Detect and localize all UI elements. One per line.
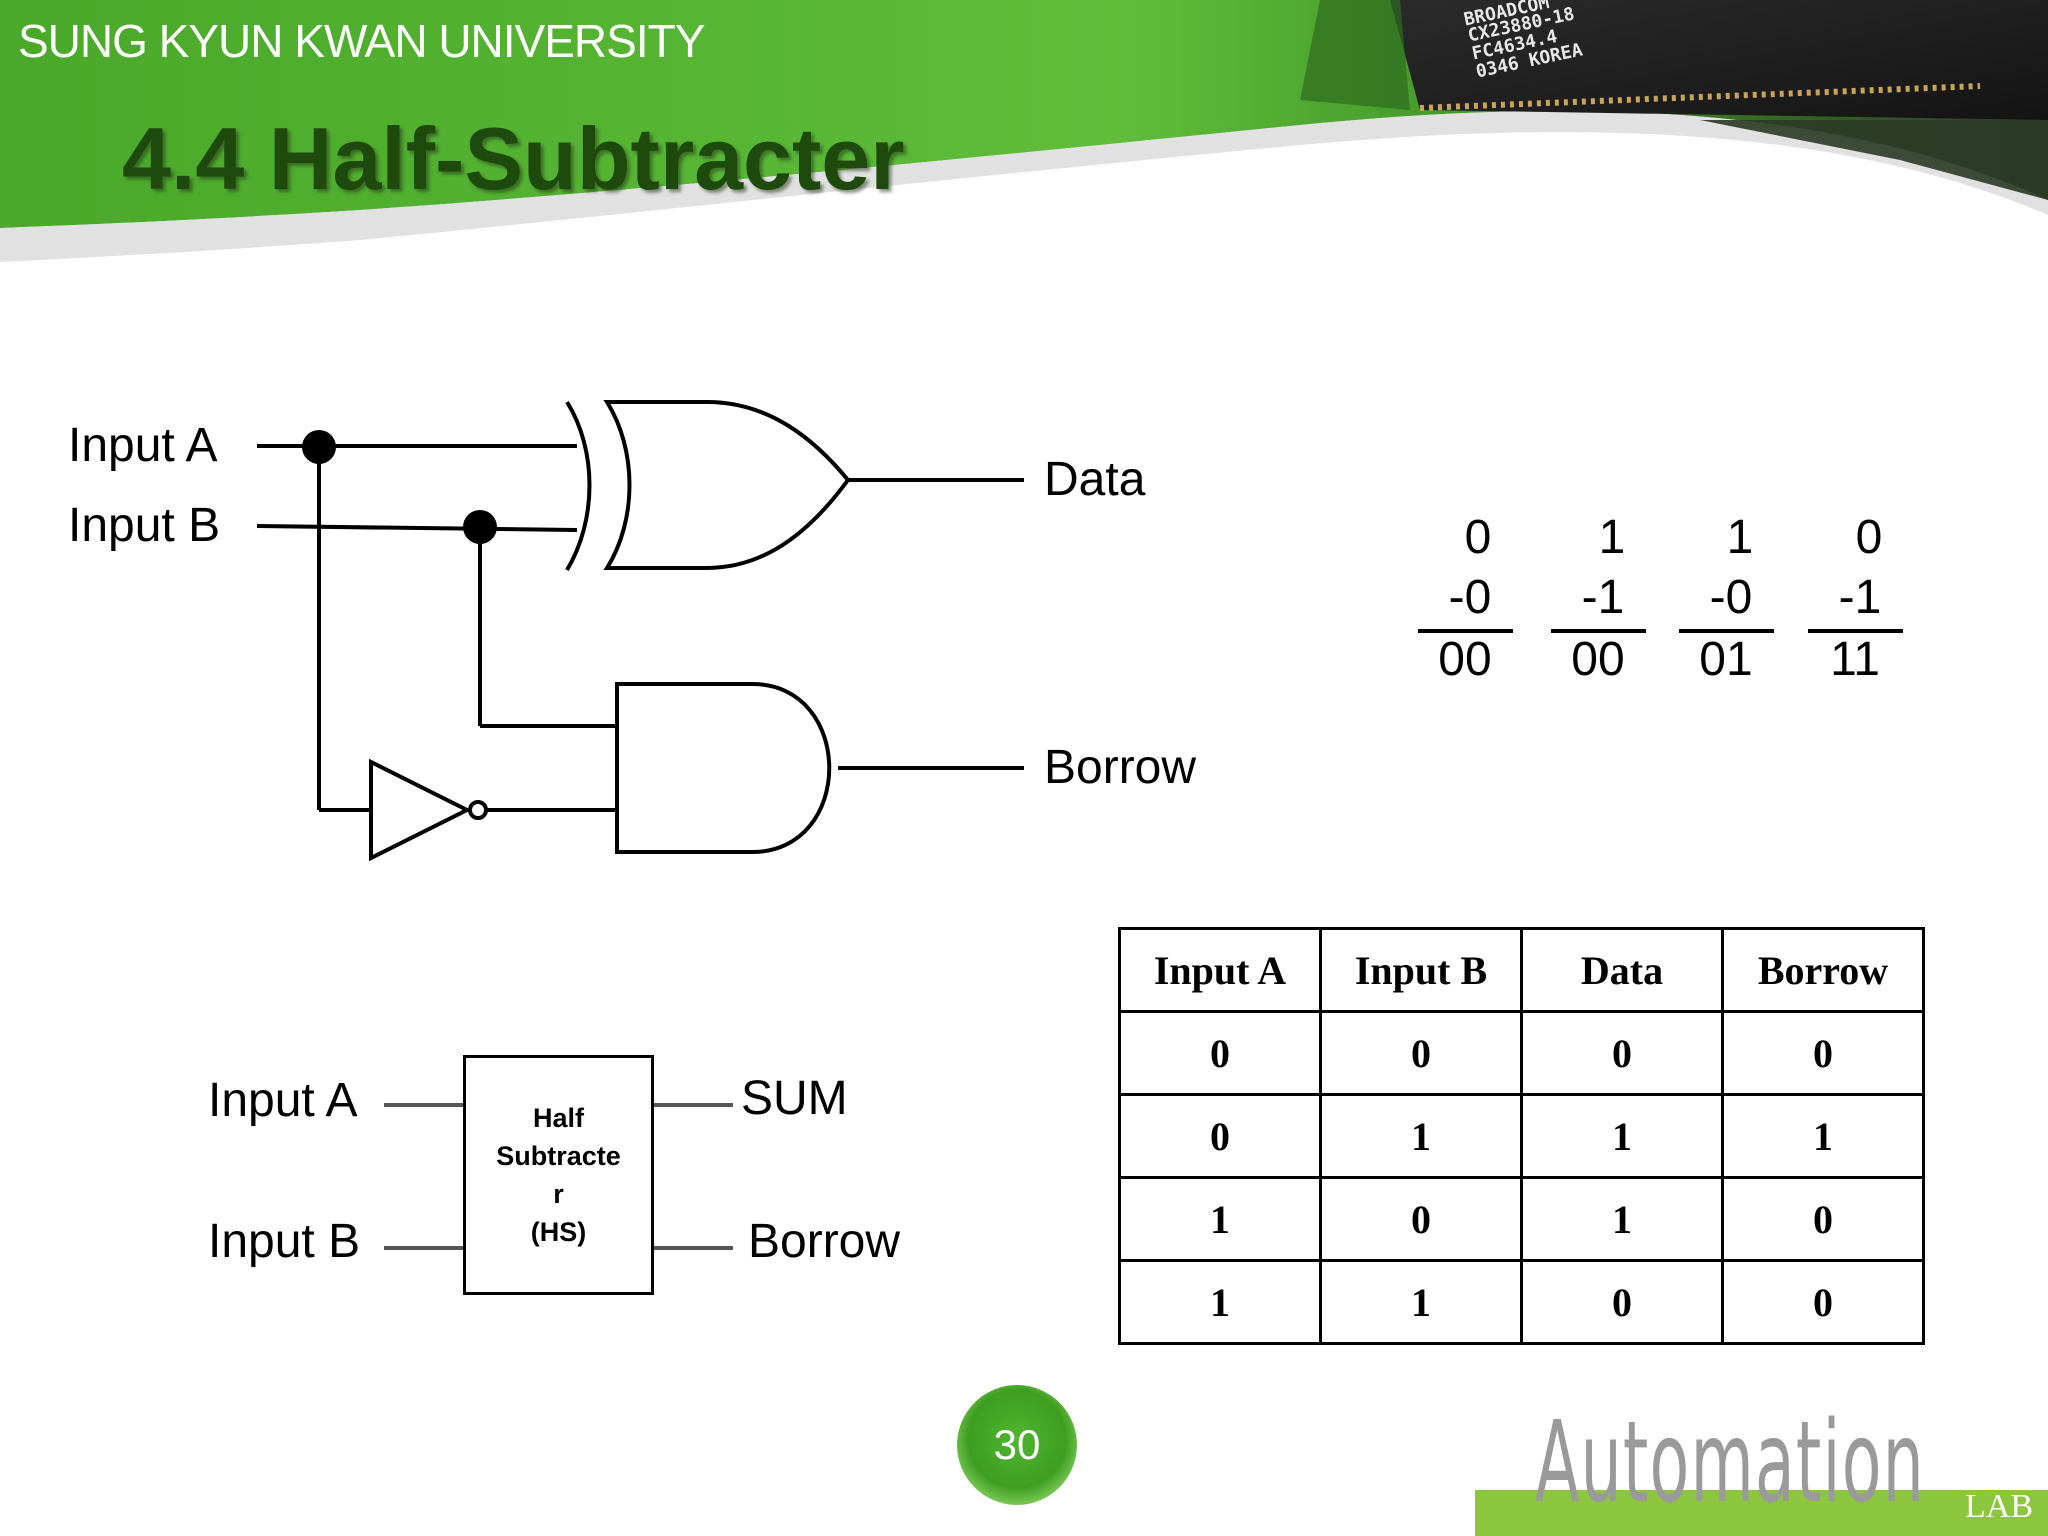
- circuit-input-b-label: Input B: [68, 499, 221, 552]
- page-number: 30: [993, 1421, 1041, 1468]
- sub-1-top: 0: [1464, 511, 1492, 564]
- logo-word: Automation: [1535, 1398, 1925, 1528]
- table-cell: 1: [1319, 1093, 1523, 1179]
- table-cell: 0: [1118, 1010, 1322, 1096]
- header-data: Data: [1520, 927, 1724, 1013]
- chip-image: [1390, 0, 2048, 120]
- block-text-4: (HS): [530, 1217, 587, 1247]
- not-gate: [369, 758, 472, 862]
- table-cell: 0: [1319, 1176, 1523, 1262]
- table-cell: 1: [1118, 1259, 1322, 1345]
- table-cell: 0: [1319, 1010, 1523, 1096]
- sub-2-top: 1: [1598, 511, 1626, 564]
- table-cell: 0: [1721, 1176, 1925, 1262]
- sub-4-result: 11: [1830, 633, 1880, 686]
- sub-1-result: 00: [1438, 633, 1492, 686]
- sub-4-top: 0: [1855, 511, 1883, 564]
- header-input-a: Input A: [1118, 927, 1322, 1013]
- table-row: 1 0 1 0: [1118, 1176, 1925, 1262]
- circuit-input-a-label: Input A: [68, 419, 218, 472]
- block-text-1: Half: [532, 1103, 584, 1133]
- block-borrow-label: Borrow: [748, 1215, 901, 1268]
- not-bubble: [468, 800, 488, 820]
- junction-a: [302, 430, 336, 464]
- block-text-3: r: [553, 1179, 564, 1209]
- and-gate: [615, 682, 832, 854]
- sub-2-result: 00: [1571, 633, 1625, 686]
- logo-lab: LAB: [1965, 1488, 2033, 1525]
- table-cell: 1: [1721, 1093, 1925, 1179]
- table-cell: 1: [1319, 1259, 1523, 1345]
- block-input-b-label: Input B: [208, 1215, 361, 1268]
- table-row: 0 0 0 0: [1118, 1010, 1925, 1096]
- truth-table-header: Input A Input B Data Borrow: [1118, 927, 1925, 1013]
- table-cell: 0: [1520, 1259, 1724, 1345]
- page-title: 4.4 Half-Subtracter: [122, 109, 905, 208]
- header-input-b: Input B: [1319, 927, 1523, 1013]
- wire-input-b: [256, 524, 578, 532]
- table-cell: 1: [1520, 1176, 1724, 1262]
- block-input-a-label: Input A: [208, 1074, 358, 1127]
- circuit-data-label: Data: [1044, 453, 1146, 506]
- xor-back-curve: [565, 400, 592, 572]
- automation-lab-logo: [1475, 1490, 2048, 1536]
- block-sum-label: SUM: [741, 1072, 848, 1125]
- header-borrow: Borrow: [1721, 927, 1925, 1013]
- table-cell: 0: [1118, 1093, 1322, 1179]
- table-row: 1 1 0 0: [1118, 1259, 1925, 1345]
- table-cell: 1: [1118, 1176, 1322, 1262]
- page-number-badge: 30: [957, 1385, 1077, 1505]
- half-subtracter-block: Half Subtracte r (HS): [463, 1055, 654, 1295]
- sub-2-minus: -1: [1581, 571, 1625, 624]
- junction-b: [463, 510, 497, 544]
- sub-3-result: 01: [1699, 633, 1753, 686]
- table-cell: 0: [1520, 1010, 1724, 1096]
- sub-3-top: 1: [1726, 511, 1754, 564]
- xor-gate: [603, 400, 851, 570]
- sub-4-minus: -1: [1838, 571, 1882, 624]
- table-cell: 0: [1721, 1259, 1925, 1345]
- table-cell: 0: [1721, 1010, 1925, 1096]
- table-cell: 1: [1520, 1093, 1724, 1179]
- circuit-borrow-label: Borrow: [1044, 741, 1197, 794]
- sub-1-minus: -0: [1448, 571, 1492, 624]
- sub-3-minus: -0: [1709, 571, 1753, 624]
- block-text-2: Subtracte: [496, 1141, 621, 1171]
- truth-table: Input A Input B Data Borrow 0 0 0 0 0 1 …: [1118, 927, 1925, 1345]
- table-row: 0 1 1 1: [1118, 1093, 1925, 1179]
- university-name: SUNG KYUN KWAN UNIVERSITY: [18, 15, 705, 67]
